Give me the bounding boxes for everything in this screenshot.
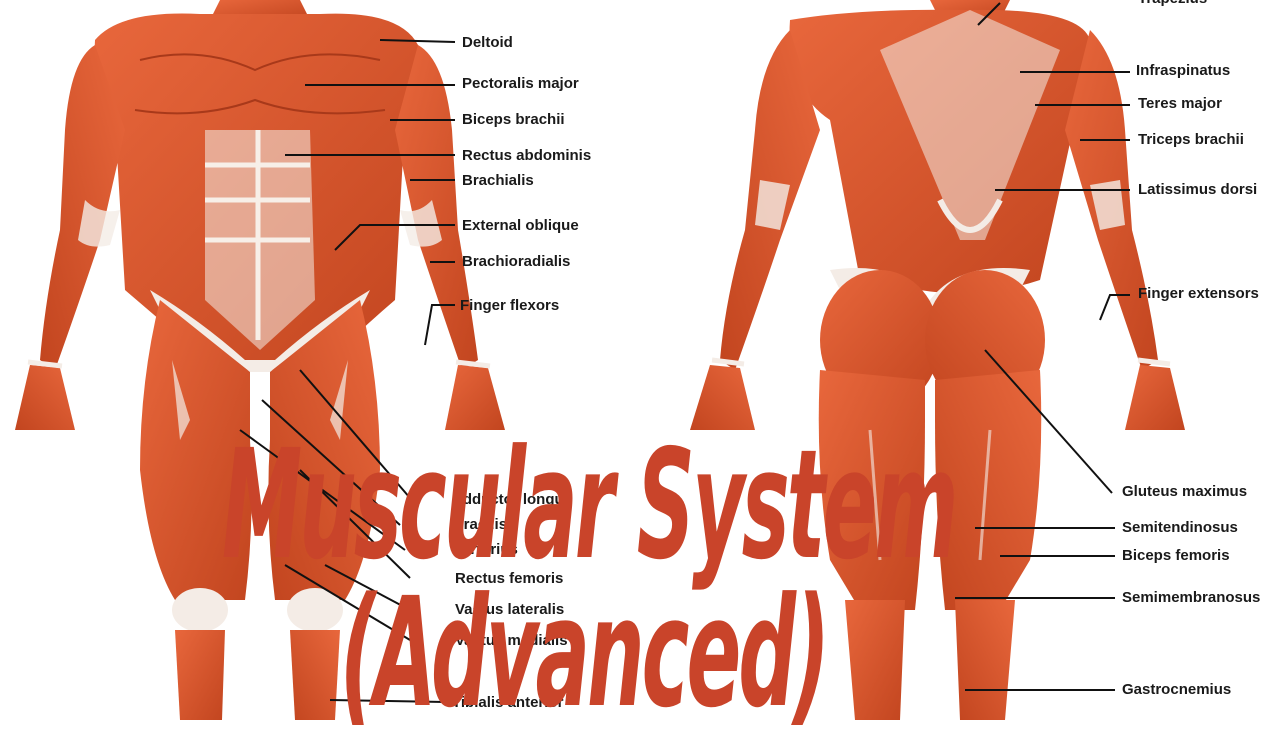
label-finger-extensors: Finger extensors <box>1138 285 1259 302</box>
label-teres-major: Teres major <box>1138 95 1222 112</box>
label-trapezius: Trapezius <box>1138 0 1207 8</box>
label-gracilis: Gracilis <box>452 516 508 533</box>
label-infraspinatus: Infraspinatus <box>1136 62 1231 79</box>
label-brachioradialis: Brachioradialis <box>462 253 571 270</box>
label-latissimus-dorsi: Latissimus dorsi <box>1138 181 1258 198</box>
label-vastus-lateralis: Vastus lateralis <box>455 601 565 618</box>
label-rectus-abdominis: Rectus abdominis <box>462 147 592 164</box>
label-gastrocnemius: Gastrocnemius <box>1122 681 1232 698</box>
label-external-oblique: External oblique <box>462 217 579 234</box>
label-gluteus-maximus: Gluteus maximus <box>1122 483 1248 500</box>
label-semimembranosus: Semimembranosus <box>1122 589 1261 606</box>
label-deltoid: Deltoid <box>462 34 513 51</box>
front-figure <box>15 0 505 720</box>
label-brachialis: Brachialis <box>462 172 534 189</box>
label-tibialis-anterior: Tibialis anterior <box>452 694 564 711</box>
label-pectoralis-major: Pectoralis major <box>462 75 579 92</box>
back-figure <box>690 0 1185 720</box>
back-leader-lines <box>955 2 1130 691</box>
anatomy-figures <box>15 0 1185 720</box>
label-semitendinosus: Semitendinosus <box>1122 519 1238 536</box>
label-sartorius: Sartorius <box>452 541 518 558</box>
label-finger-flexors: Finger flexors <box>460 297 560 314</box>
diagram-canvas: Deltoid Pectoralis major Biceps brachii … <box>15 0 1261 742</box>
label-vastus-medialis: Vastus medialis <box>455 632 568 649</box>
label-triceps-brachii: Triceps brachii <box>1138 131 1244 148</box>
label-rectus-femoris: Rectus femoris <box>455 570 564 587</box>
title-line-1: Muscular System <box>222 418 958 594</box>
front-leader-lines <box>239 39 456 703</box>
title-line-2: (Advanced) <box>340 566 830 742</box>
label-adductor-longus: Adductor longus <box>452 491 572 508</box>
label-biceps-femoris: Biceps femoris <box>1122 547 1230 564</box>
label-biceps-brachii: Biceps brachii <box>462 111 565 128</box>
